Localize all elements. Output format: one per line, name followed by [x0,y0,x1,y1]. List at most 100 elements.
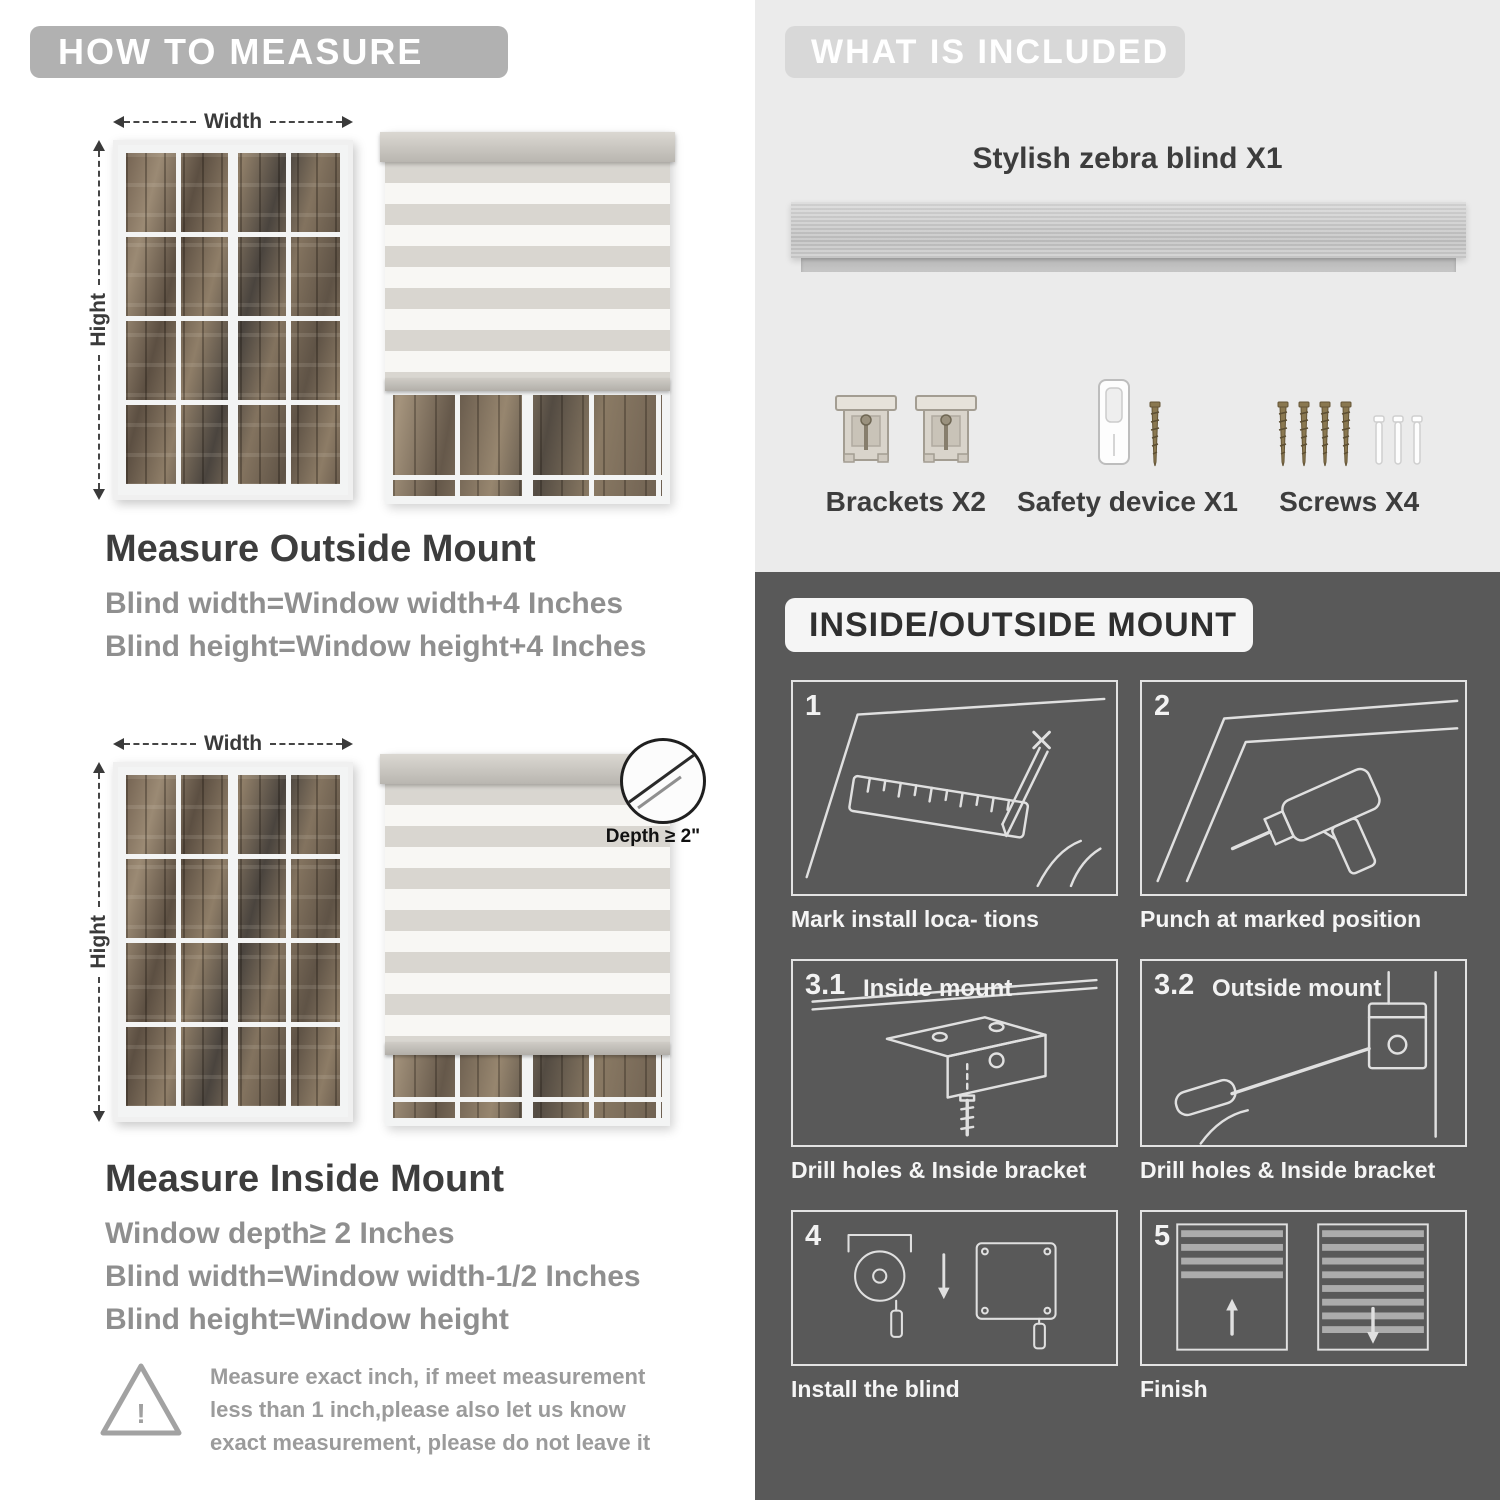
window-with-dimensions: Width Hight [85,732,353,1122]
what-is-included-title: WHAT IS INCLUDED [811,32,1170,71]
step-3-1-panel: 3.1 Inside mount [791,959,1118,1147]
included-item-brackets: Brackets X2 [795,348,1017,518]
arrow-up-icon [93,762,105,773]
blind-stripes [385,784,670,1042]
step-4-caption: Install the blind [791,1376,960,1402]
arrow-down-icon [93,489,105,500]
outside-bracket-illustration [1174,971,1437,1145]
step-2-caption: Punch at marked position [1140,906,1422,932]
step-1: 1 [791,680,1118,933]
step-number: 2 [1154,690,1171,722]
step-number: 3.1 [805,969,846,1001]
zebra-blind-illustration: Depth ≥ 2" [380,738,706,1126]
step-4-panel: 4 [791,1210,1118,1366]
height-arrow-label: Hight [87,915,110,969]
depth-detail-circle [620,738,706,824]
install-blind-illustration [847,1233,1057,1350]
arrow-up-icon [93,140,105,151]
how-to-measure-section: HOW TO MEASURE Width Hight [0,0,755,1500]
outside-mount-line-1: Blind width=Window width+4 Inches [105,587,624,620]
wall-anchor-icon [1410,415,1423,465]
arrow-down-icon [93,1111,105,1122]
inside-mount-figure: Width Hight [85,732,706,1132]
depth-label: Depth ≥ 2" [605,826,701,847]
step-number: 3.2 [1154,969,1195,1001]
blind-bottom-rail [385,378,670,391]
step-3-2-caption: Drill holes & Inside bracket [1140,1157,1436,1183]
height-arrow-label: Hight [87,293,110,347]
width-arrow-label: Width [203,110,263,133]
step-1-panel: 1 [791,680,1118,896]
step-3-2-panel: 3.2 Outside mount [1140,959,1467,1147]
step-number: 4 [805,1220,822,1252]
window-illustration [113,762,353,1122]
width-arrow: Width [113,732,353,756]
window-with-dimensions: Width Hight [85,110,353,500]
inside-bracket-illustration [811,978,1098,1137]
mount-title: INSIDE/OUTSIDE MOUNT [809,605,1238,644]
finish-illustration [1176,1223,1429,1351]
outside-mount-text: Measure Outside Mount Blind width=Window… [105,528,705,664]
safety-device-icon [1097,379,1130,465]
blind-stripes [385,162,670,378]
step-3-1: 3.1 Inside mount [791,959,1118,1184]
height-arrow: Hight [85,762,113,1122]
mark-locations-illustration [805,697,1106,888]
mount-header: INSIDE/OUTSIDE MOUNT [785,598,1253,652]
step-number: 1 [805,690,822,722]
what-is-included-section: WHAT IS INCLUDED Stylish zebra blind X1 [755,0,1500,572]
screw-icon [1319,401,1331,467]
inside-mount-text: Measure Inside Mount Window depth≥ 2 Inc… [105,1158,705,1337]
step-5-panel: 5 [1140,1210,1467,1366]
step-2: 2 [1140,680,1467,933]
arrow-left-icon [113,116,124,128]
blind-headrail [380,132,675,162]
measure-warning: ! Measure exact inch, if meet measuremen… [98,1360,668,1459]
safety-device-label: Safety device X1 [1016,486,1239,517]
warning-exclamation: ! [136,1398,146,1429]
outside-mount-figure: Width Hight [85,110,685,510]
screw-icon [1340,401,1352,467]
arrow-right-icon [342,738,353,750]
step-5: 5 [1140,1210,1467,1403]
outside-mount-line-2: Blind height=Window height+4 Inches [105,630,647,663]
warning-triangle-icon: ! [98,1360,184,1440]
arrow-left-icon [113,738,124,750]
arrow-right-icon [342,116,353,128]
how-to-measure-title: HOW TO MEASURE [58,31,424,72]
how-to-measure-header: HOW TO MEASURE [30,26,508,78]
width-arrow: Width [113,110,353,134]
window-illustration [113,140,353,500]
included-items-row: Brackets X2 [795,348,1460,518]
zebra-blind-label: Stylish zebra blind X1 [972,142,1283,175]
height-arrow: Hight [85,140,113,500]
screw-icon [1149,401,1160,467]
step-2-panel: 2 [1140,680,1467,896]
step-3-2: 3.2 Outside mount [1140,959,1467,1184]
wall-anchor-icon [1391,415,1404,465]
inside-mount-line-3: Blind height=Window height [105,1303,509,1336]
step-number: 5 [1154,1220,1171,1252]
width-arrow-label: Width [203,732,263,755]
mount-instructions-section: INSIDE/OUTSIDE MOUNT 1 [755,572,1500,1500]
blind-bottom-rail [385,1042,670,1055]
inside-mount-label: Inside mount [863,975,1013,1002]
drill-illustration [1156,699,1459,883]
zebra-blind-illustration [380,132,675,504]
inside-mount-line-1: Window depth≥ 2 Inches [105,1217,455,1250]
warning-text: Measure exact inch, if meet measurement … [210,1364,651,1455]
step-5-caption: Finish [1140,1376,1208,1402]
what-is-included-header: WHAT IS INCLUDED [785,26,1185,78]
outside-mount-title: Measure Outside Mount [105,528,536,570]
step-4: 4 [791,1210,1118,1403]
headrail-illustration [791,202,1466,272]
wall-anchor-icon [1372,415,1385,465]
mount-steps-grid: 1 [791,680,1467,1403]
outside-mount-label: Outside mount [1212,975,1382,1002]
screws-label: Screws X4 [1279,486,1420,517]
bracket-icon [914,395,977,463]
included-item-safety-device: Safety device X1 [1017,348,1239,518]
step-3-1-caption: Drill holes & Inside bracket [791,1157,1087,1183]
inside-mount-line-2: Blind width=Window width-1/2 Inches [105,1260,641,1293]
